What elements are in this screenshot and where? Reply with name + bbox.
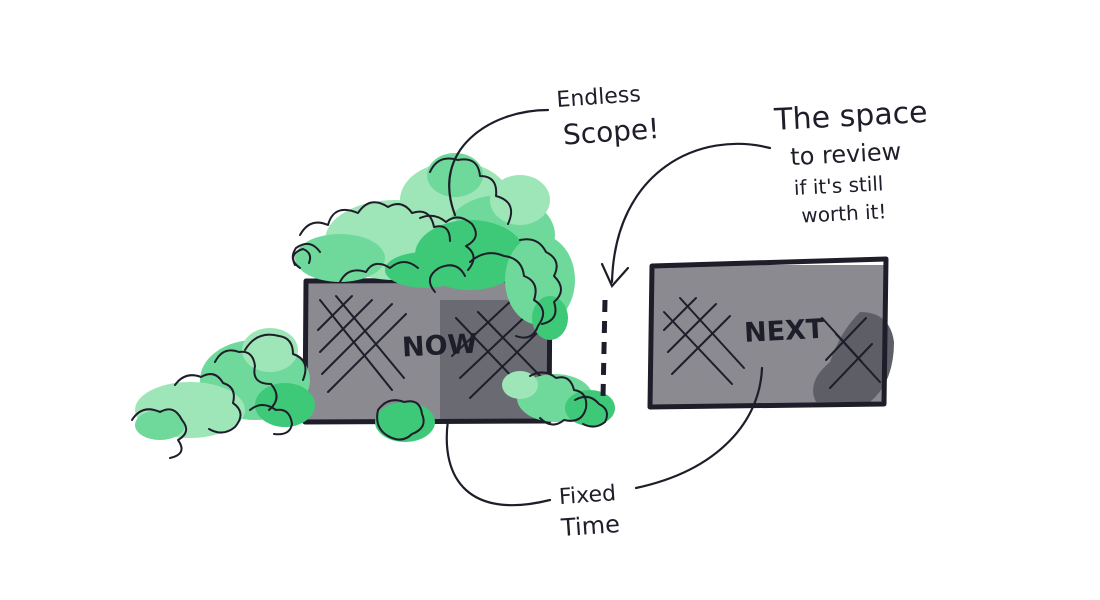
next-box: NEXT <box>647 256 894 410</box>
review-space-line-4: worth it! <box>801 199 887 227</box>
fixed-time-line-2: Time <box>559 510 621 542</box>
next-label: NEXT <box>743 314 825 349</box>
scope-foliage <box>131 153 615 459</box>
next-box-outline <box>647 256 889 410</box>
foliage-top <box>295 153 575 340</box>
review-arrowhead <box>600 262 630 288</box>
next-hatching <box>663 297 881 389</box>
now-label: NOW <box>401 329 478 364</box>
fixed-time-line-1: Fixed <box>558 481 617 510</box>
endless-scope-connector <box>448 108 550 217</box>
connectors <box>445 108 772 507</box>
endless-scope-label: Endless Scope! <box>556 81 661 152</box>
review-space-line-3: if it's still <box>793 171 884 200</box>
fixed-time-connector-left <box>445 418 552 507</box>
foliage-scribbles <box>131 157 608 459</box>
fixed-time-connector-right <box>634 366 764 490</box>
endless-scope-line-1: Endless <box>556 82 642 113</box>
review-space-label: The space to review if it's still worth … <box>772 95 940 229</box>
review-space-line-2: to review <box>790 137 902 171</box>
now-hatching <box>317 295 545 401</box>
review-space-line-1: The space <box>772 95 928 138</box>
review-space-connector <box>610 142 772 284</box>
review-gap-divider <box>600 299 608 399</box>
endless-scope-line-2: Scope! <box>562 112 661 152</box>
next-box-shade <box>813 312 894 402</box>
fixed-time-label: Fixed Time <box>557 481 626 542</box>
